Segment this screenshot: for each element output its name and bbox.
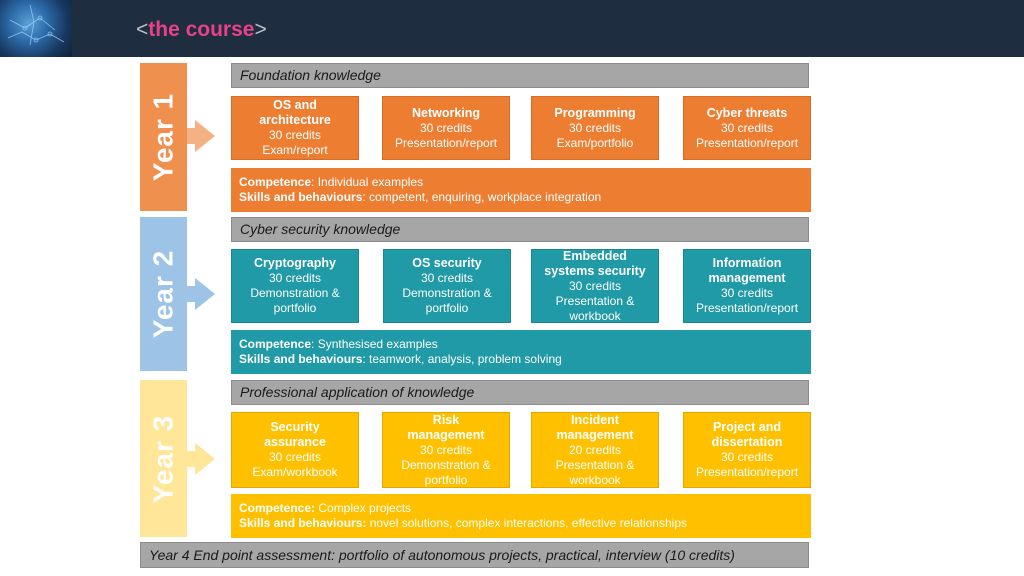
module-cryptography: Cryptography 30 credits Demonstration & … [231, 249, 359, 323]
module-security-assurance: Security assurance 30 credits Exam/workb… [231, 412, 359, 488]
year-1-arrow-stem [187, 128, 195, 144]
year-1-label: Year 1 [147, 92, 179, 182]
year-2-competence: Competence: Synthesised examples Skills … [231, 330, 811, 374]
page-title: <the course> [136, 18, 267, 41]
module-embedded-systems-security: Embedded systems security 30 credits Pre… [531, 249, 659, 323]
year-1-competence: Competence: Individual examples Skills a… [231, 168, 811, 212]
brain-circuit-logo [0, 0, 72, 57]
year-3-arrow-stem [187, 451, 195, 467]
module-programming: Programming 30 credits Exam/portfolio [531, 96, 659, 160]
module-networking: Networking 30 credits Presentation/repor… [382, 96, 510, 160]
module-information-management: Information management 30 credits Presen… [683, 249, 811, 323]
module-risk-management: Risk management 30 credits Demonstration… [382, 412, 510, 488]
year-2-marker: Year 2 [140, 217, 187, 371]
year-2-band: Cyber security knowledge [231, 217, 809, 242]
year-3-band: Professional application of knowledge [231, 380, 809, 405]
year-3-arrow-icon [195, 443, 215, 475]
module-cyber-threats: Cyber threats 30 credits Presentation/re… [683, 96, 811, 160]
year-3-label: Year 3 [147, 414, 179, 503]
year-2-arrow-stem [187, 286, 195, 302]
module-os-security: OS security 30 credits Demonstration & p… [383, 249, 511, 323]
year-3-competence: Competence: Complex projects Skills and … [231, 494, 811, 538]
module-os-architecture: OS and architecture 30 credits Exam/repo… [231, 96, 359, 160]
year-1-arrow-icon [195, 120, 215, 152]
year-3-marker: Year 3 [140, 380, 187, 537]
year-1-band: Foundation knowledge [231, 63, 809, 88]
module-project-dissertation: Project and dissertation 30 credits Pres… [683, 412, 811, 488]
year-1-marker: Year 1 [140, 63, 187, 211]
year-4-assessment-band: Year 4 End point assessment: portfolio o… [140, 542, 809, 568]
year-2-label: Year 2 [147, 249, 179, 339]
module-incident-management: Incident management 20 credits Presentat… [531, 412, 659, 488]
year-2-arrow-icon [195, 278, 215, 310]
header-bar: <the course> [0, 0, 1024, 57]
